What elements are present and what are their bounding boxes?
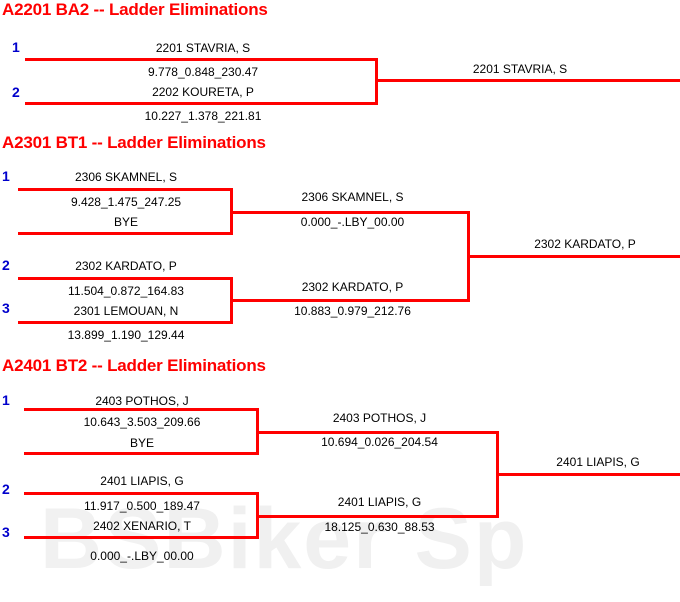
bracket-line-a2301-r1-2 [18, 232, 233, 235]
bracket-line-a2401-final [496, 473, 680, 476]
competitor-score-a2301-r1-1: 9.428_1.475_247.25 [70, 195, 182, 209]
seed-number-a2201-1: 1 [12, 39, 20, 55]
bracket-line-a2301-r1-4 [18, 321, 233, 324]
competitor-name-a2401-r1-1: 2403 POTHOS, J [95, 394, 189, 408]
seed-number-a2401-2: 2 [2, 481, 10, 497]
bracket-line-a2301-r1-3 [18, 277, 233, 280]
bracket-line-a2301-r1-1 [18, 188, 233, 191]
competitor-score-a2301-r1-3: 11.504_0.872_164.83 [68, 284, 184, 298]
competitor-name-a2401-r2-1: 2403 POTHOS, J [332, 411, 427, 425]
bracket-line-a2201-final [375, 79, 680, 82]
bracket-line-a2201-r1-top [25, 58, 378, 61]
competitor-name-a2301-r1-1: 2306 SKAMNEL, S [74, 170, 178, 184]
competitor-name-a2301-final: 2302 KARDATO, P [534, 237, 636, 251]
bracket-section-a2201: A2201 BA2 -- Ladder Eliminations 1 2 220… [0, 0, 680, 130]
bracket-section-a2401: A2401 BT2 -- Ladder Eliminations 1 2 3 2… [0, 356, 680, 602]
section-title-a2201: A2201 BA2 -- Ladder Eliminations [2, 0, 268, 19]
bracket-line-a2301-final [467, 255, 680, 258]
competitor-score-a2201-r1-1: 9.778_0.848_230.47 [147, 65, 259, 79]
competitor-name-a2401-r2-2: 2401 LIAPIS, G [337, 495, 422, 509]
bracket-line-a2401-r2-bottom [256, 515, 499, 518]
bracket-line-a2401-r1-4 [24, 536, 259, 539]
competitor-name-a2401-r1-3: 2401 LIAPIS, G [100, 474, 184, 488]
competitor-score-a2301-r2-1: 0.000_-.LBY_00.00 [300, 215, 405, 229]
bracket-section-a2301: A2301 BT1 -- Ladder Eliminations 1 2 3 2… [0, 133, 680, 348]
competitor-name-a2301-r2-1: 2306 SKAMNEL, S [301, 190, 404, 204]
seed-number-a2301-3: 3 [2, 300, 10, 316]
competitor-score-a2301-r1-4: 13.899_1.190_129.44 [67, 328, 185, 342]
competitor-name-a2401-final: 2401 LIAPIS, G [556, 455, 640, 469]
competitor-name-a2201-final: 2201 STAVRIA, S [472, 62, 568, 76]
competitor-name-a2401-r1-4: 2402 XENARIO, T [93, 519, 191, 533]
competitor-name-a2401-r1-2: BYE [129, 436, 154, 450]
section-title-a2301: A2301 BT1 -- Ladder Eliminations [2, 133, 266, 152]
bracket-line-a2401-r1-3 [24, 492, 259, 495]
seed-number-a2301-2: 2 [2, 257, 10, 273]
competitor-name-a2201-r1-1: 2201 STAVRIA, S [155, 41, 251, 55]
competitor-score-a2401-r1-1: 10.643_3.503_209.66 [83, 415, 201, 429]
seed-number-a2401-1: 1 [2, 392, 10, 408]
competitor-name-a2301-r1-3: 2302 KARDATO, P [75, 259, 177, 273]
bracket-line-a2301-r2-top [230, 211, 470, 214]
seed-number-a2201-2: 2 [12, 84, 20, 100]
competitor-score-a2301-r2-2: 10.883_0.979_212.76 [294, 304, 411, 318]
competitor-name-a2301-r1-2: BYE [113, 215, 138, 229]
competitor-score-a2201-r1-2: 10.227_1.378_221.81 [144, 109, 262, 123]
bracket-line-a2401-r2-top [256, 431, 499, 434]
competitor-score-a2401-r2-1: 10.694_0.026_204.54 [321, 435, 438, 449]
seed-number-a2401-3: 3 [2, 524, 10, 540]
competitor-score-a2401-r1-3: 11.917_0.500_189.47 [84, 499, 200, 513]
bracket-line-a2201-r1-bottom [25, 102, 378, 105]
competitor-score-a2401-r1-4: 0.000_-.LBY_00.00 [90, 549, 194, 563]
competitor-name-a2301-r2-2: 2302 KARDATO, P [301, 280, 404, 294]
competitor-name-a2301-r1-4: 2301 LEMOUAN, N [73, 304, 179, 318]
competitor-score-a2401-r2-2: 18.125_0.630_88.53 [324, 520, 435, 534]
bracket-line-a2401-r1-1 [24, 408, 259, 411]
seed-number-a2301-1: 1 [2, 168, 10, 184]
bracket-line-a2401-r1-2 [24, 452, 259, 455]
section-title-a2401: A2401 BT2 -- Ladder Eliminations [2, 356, 266, 375]
bracket-line-a2301-r2-bottom [230, 299, 470, 302]
competitor-name-a2201-r1-2: 2202 KOURETA, P [152, 85, 254, 99]
